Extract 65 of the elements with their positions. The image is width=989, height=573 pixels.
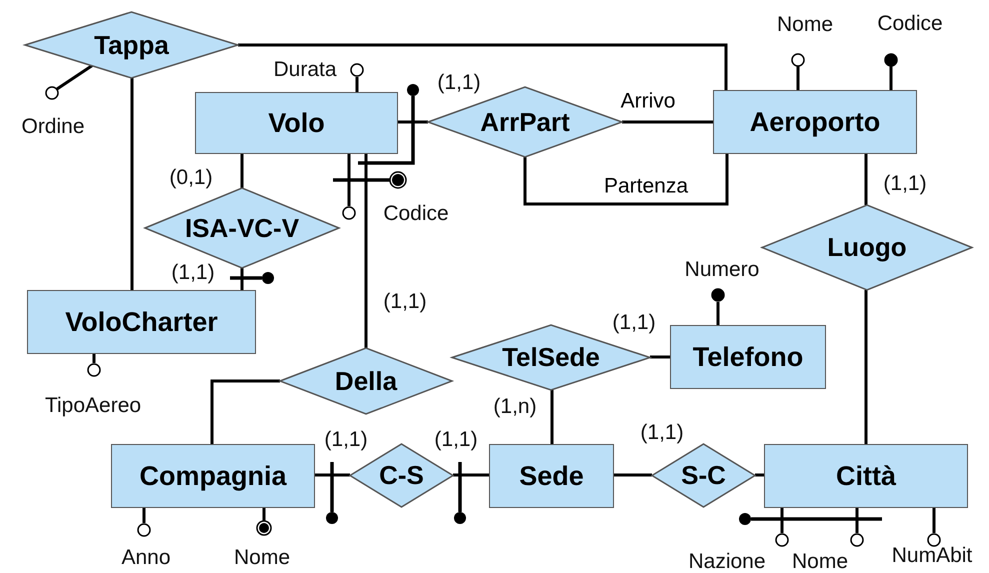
connector-line <box>650 356 670 358</box>
entity-name: Aeroporto <box>750 106 880 138</box>
relationship-name: ArrPart <box>480 106 570 138</box>
cardinality-label: (1,1) <box>640 421 684 445</box>
cardinality-label: (0,1) <box>169 166 213 190</box>
connector-line <box>240 154 244 188</box>
connector-line <box>550 390 554 444</box>
entity-name: Compagnia <box>139 460 286 492</box>
entity-box <box>713 90 917 154</box>
connector-line <box>315 474 350 476</box>
attribute-label: Ordine <box>21 115 85 139</box>
relationship-diamond <box>652 444 755 507</box>
connector-line <box>614 474 652 476</box>
connector-line <box>240 268 244 290</box>
cardinality-label: (1,1) <box>324 428 368 452</box>
entity-box <box>27 290 256 354</box>
attribute-label: Nome <box>776 13 834 37</box>
entity-box <box>195 92 398 154</box>
relationship-name: S-C <box>681 460 726 491</box>
connector-line <box>398 120 428 124</box>
connector-line <box>755 474 764 476</box>
entity-box <box>764 444 968 508</box>
connector-line <box>524 154 728 206</box>
relationship-name: Luogo <box>827 232 907 263</box>
cardinality-label: (1,1) <box>434 428 478 452</box>
attribute-label: Numero <box>684 258 760 282</box>
attribute-label: Durata <box>273 58 337 82</box>
relationship-diamond <box>25 12 238 78</box>
cardinality-label: (1,1) <box>171 261 215 285</box>
entity-name: Città <box>836 460 896 492</box>
connector-line <box>238 44 728 90</box>
attribute-label: Nazione <box>688 550 766 573</box>
connector-line <box>210 380 280 444</box>
cardinality-label: (1,n) <box>493 395 537 419</box>
attribute-label: Nome <box>792 550 848 573</box>
connector-line <box>864 154 868 205</box>
attribute-label: Anno <box>121 546 171 570</box>
connector-line <box>130 78 134 290</box>
relationship-name: TelSede <box>502 342 600 373</box>
relationship-name: ISA-VC-V <box>184 212 300 244</box>
relationship-name: Della <box>334 366 398 396</box>
entity-name: Sede <box>519 460 584 492</box>
relationship-diamond <box>762 205 972 290</box>
entity-box <box>670 325 826 389</box>
relationship-name: Tappa <box>94 30 169 60</box>
attribute-label: TipoAereo <box>44 394 142 418</box>
entity-name: Volo <box>268 108 325 138</box>
connector-line <box>364 154 368 348</box>
connector-line <box>622 120 713 124</box>
connector-line <box>453 474 489 476</box>
attribute-label: NumAbit <box>892 544 972 568</box>
cardinality-label: (1,1) <box>612 311 656 335</box>
attribute-label: Codice <box>383 202 449 226</box>
entity-name: Telefono <box>692 342 804 372</box>
attribute-label: Nome <box>234 546 290 570</box>
relationship-name: C-S <box>379 460 424 491</box>
cardinality-label: (1,1) <box>883 172 927 196</box>
entity-box <box>111 444 315 508</box>
cardinality-label: (1,1) <box>383 290 427 314</box>
relationship-diamond <box>280 348 452 414</box>
entity-name: VoloCharter <box>65 306 218 338</box>
connector-line <box>864 290 868 444</box>
cardinality-label: (1,1) <box>437 71 481 95</box>
attribute-label: Codice <box>877 12 943 36</box>
entity-box <box>489 444 614 508</box>
